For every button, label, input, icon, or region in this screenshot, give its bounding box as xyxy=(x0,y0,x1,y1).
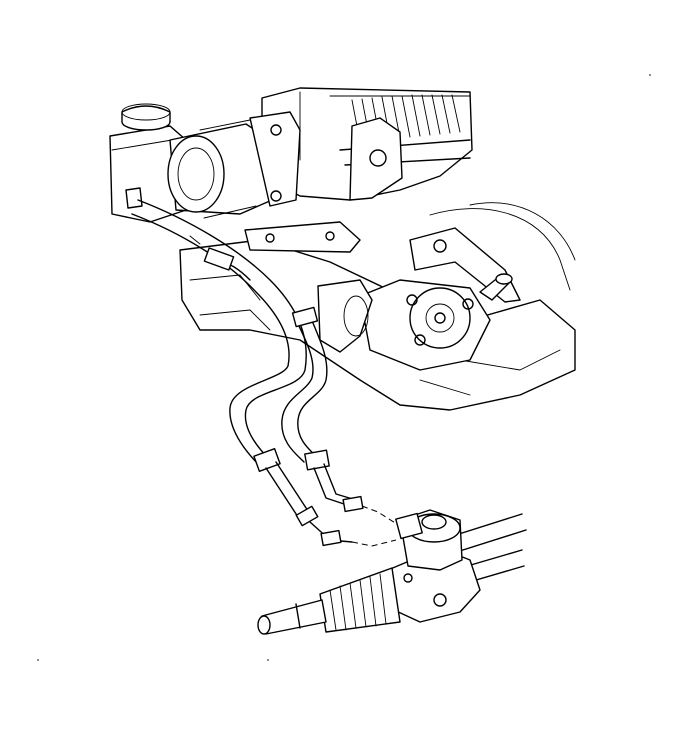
power-steering-reservoir xyxy=(109,103,187,223)
dot xyxy=(37,659,39,661)
return-hose xyxy=(131,199,353,547)
hose-connection-lines xyxy=(351,505,401,547)
pressure-hose xyxy=(189,235,364,513)
dot xyxy=(649,74,651,76)
dot xyxy=(267,659,269,661)
steering-gear-rack xyxy=(257,509,527,635)
power-steering-pump xyxy=(167,111,513,371)
